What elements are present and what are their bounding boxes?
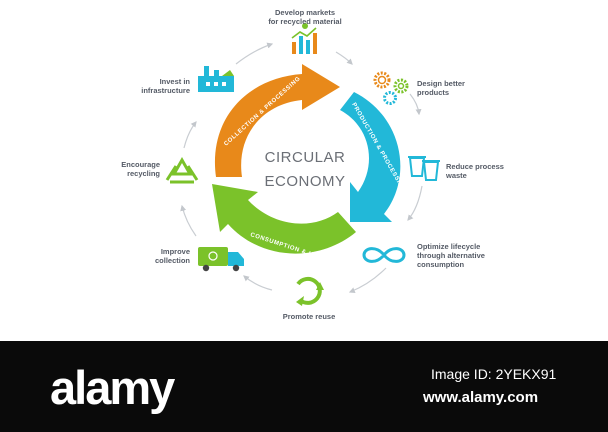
truck-icon: [198, 247, 244, 272]
step-label-optimize-lifecycle: Optimize lifecycle: [417, 242, 480, 251]
step-label-reduce-waste-2: waste: [445, 171, 467, 180]
step-label-optimize-lifecycle-2: through alternative: [417, 251, 485, 260]
image-id-text: Image ID: 2YEKX91: [431, 366, 557, 382]
step-label-develop-markets-2: for recycled material: [268, 17, 341, 26]
step-label-reduce-waste: Reduce process: [446, 162, 504, 171]
alamy-logo: alamy: [50, 361, 175, 414]
site-url-text: www.alamy.com: [423, 389, 539, 406]
trash-bin-icon: [408, 156, 440, 181]
factory-icon: [198, 66, 234, 92]
recycle-icon: [165, 156, 199, 184]
consumption-use-arc: [212, 184, 356, 254]
collection-processing-arc: [214, 64, 340, 177]
production-processing-arc: [340, 92, 401, 222]
infinity-icon: [362, 247, 406, 263]
step-label-optimize-lifecycle-3: consumption: [417, 260, 464, 269]
step-label-design-products: Design better: [417, 79, 465, 88]
step-label-invest-infrastructure: Invest in: [160, 77, 191, 86]
center-title-line1: CIRCULAR: [265, 149, 346, 166]
reuse-icon: [296, 276, 324, 306]
outer-cycle-arrows: [180, 42, 423, 294]
step-label-encourage-recycling-2: recycling: [127, 169, 160, 178]
cycle-arcs: [212, 64, 401, 254]
bar-chart-icon: [291, 23, 317, 54]
watermark-footer: [0, 341, 608, 432]
circular-economy-diagram: COLLECTION & PROCESSING PRODUCTION & PRO…: [121, 8, 504, 321]
step-label-promote-reuse: Promote reuse: [283, 312, 336, 321]
step-label-improve-collection: Improve: [161, 247, 190, 256]
step-label-design-products-2: products: [417, 88, 449, 97]
step-label-develop-markets: Develop markets: [275, 8, 335, 17]
center-title-line2: ECONOMY: [264, 173, 345, 190]
gears-icon: [373, 71, 409, 105]
step-label-improve-collection-2: collection: [155, 256, 190, 265]
step-label-encourage-recycling: Encourage: [121, 160, 160, 169]
step-label-invest-infrastructure-2: infrastructure: [141, 86, 190, 95]
